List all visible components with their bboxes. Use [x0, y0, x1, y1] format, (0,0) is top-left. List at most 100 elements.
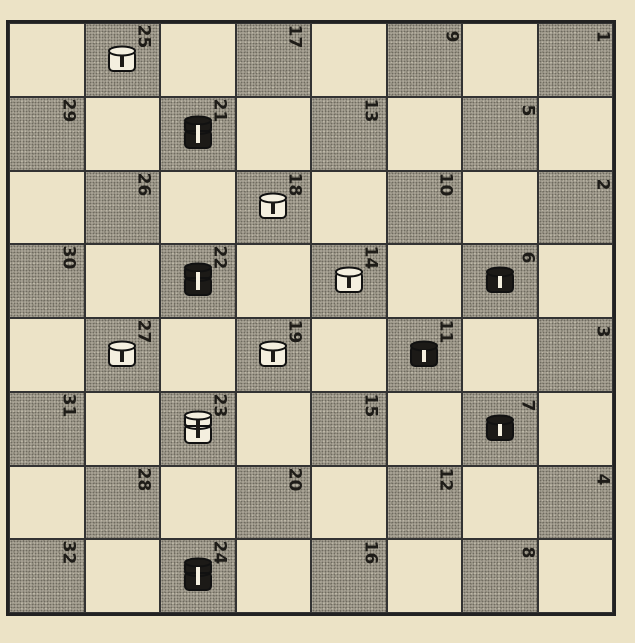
- light-square[interactable]: [236, 244, 312, 318]
- black-man-piece[interactable]: [480, 261, 520, 301]
- square-22[interactable]: 22: [160, 244, 236, 318]
- square-number: 12: [437, 467, 454, 491]
- square-number: 2: [594, 178, 611, 190]
- square-number: 6: [518, 252, 535, 264]
- square-number: 3: [594, 326, 611, 338]
- square-31[interactable]: 31: [9, 392, 85, 466]
- light-square[interactable]: [538, 392, 614, 466]
- square-15[interactable]: 15: [311, 392, 387, 466]
- square-number: 16: [361, 541, 378, 565]
- black-man-piece[interactable]: [480, 409, 520, 449]
- square-number: 1: [594, 31, 611, 43]
- light-square[interactable]: [387, 539, 463, 613]
- light-square[interactable]: [85, 392, 161, 466]
- square-21[interactable]: 21: [160, 97, 236, 171]
- square-6[interactable]: 6: [462, 244, 538, 318]
- square-14[interactable]: 14: [311, 244, 387, 318]
- square-32[interactable]: 32: [9, 539, 85, 613]
- light-square[interactable]: [462, 466, 538, 540]
- light-square[interactable]: [160, 466, 236, 540]
- square-number: 32: [59, 541, 76, 565]
- square-7[interactable]: 7: [462, 392, 538, 466]
- square-16[interactable]: 16: [311, 539, 387, 613]
- white-man-piece[interactable]: [329, 261, 369, 301]
- square-number: 17: [286, 25, 303, 49]
- white-man-piece[interactable]: [253, 187, 293, 227]
- light-square[interactable]: [85, 97, 161, 171]
- square-number: 31: [59, 393, 76, 417]
- square-number: 4: [594, 473, 611, 485]
- light-square[interactable]: [160, 318, 236, 392]
- square-3[interactable]: 3: [538, 318, 614, 392]
- square-27[interactable]: 27: [85, 318, 161, 392]
- light-square[interactable]: [538, 539, 614, 613]
- square-24[interactable]: 24: [160, 539, 236, 613]
- square-number: 10: [437, 172, 454, 196]
- light-square[interactable]: [9, 171, 85, 245]
- board-grid: 25 17 9 1 29 21 13 5 26 18 10 2 30 22 14 6 27 19 11 3 31 23 15…: [9, 23, 613, 613]
- square-19[interactable]: 19: [236, 318, 312, 392]
- checkerboard: 25 17 9 1 29 21 13 5 26 18 10 2 30 22 14 6 27 19 11 3 31 23 15…: [6, 20, 616, 616]
- light-square[interactable]: [387, 244, 463, 318]
- light-square[interactable]: [85, 539, 161, 613]
- light-square[interactable]: [387, 392, 463, 466]
- square-number: 9: [443, 31, 460, 43]
- square-30[interactable]: 30: [9, 244, 85, 318]
- square-number: 20: [286, 467, 303, 491]
- square-2[interactable]: 2: [538, 171, 614, 245]
- square-number: 7: [518, 399, 535, 411]
- white-man-piece[interactable]: [102, 40, 142, 80]
- light-square[interactable]: [9, 23, 85, 97]
- square-number: 29: [59, 98, 76, 122]
- square-number: 26: [135, 172, 152, 196]
- square-number: 30: [59, 246, 76, 270]
- white-man-piece[interactable]: [102, 335, 142, 375]
- square-20[interactable]: 20: [236, 466, 312, 540]
- square-1[interactable]: 1: [538, 23, 614, 97]
- black-king-piece[interactable]: [178, 114, 218, 154]
- light-square[interactable]: [85, 244, 161, 318]
- black-king-piece[interactable]: [178, 556, 218, 596]
- light-square[interactable]: [9, 466, 85, 540]
- light-square[interactable]: [311, 318, 387, 392]
- black-king-piece[interactable]: [178, 261, 218, 301]
- light-square[interactable]: [538, 97, 614, 171]
- square-4[interactable]: 4: [538, 466, 614, 540]
- square-number: 15: [361, 393, 378, 417]
- light-square[interactable]: [236, 539, 312, 613]
- square-number: 8: [518, 547, 535, 559]
- light-square[interactable]: [160, 171, 236, 245]
- square-10[interactable]: 10: [387, 171, 463, 245]
- light-square[interactable]: [236, 97, 312, 171]
- square-number: 5: [518, 104, 535, 116]
- square-11[interactable]: 11: [387, 318, 463, 392]
- light-square[interactable]: [462, 171, 538, 245]
- square-25[interactable]: 25: [85, 23, 161, 97]
- square-8[interactable]: 8: [462, 539, 538, 613]
- white-man-piece[interactable]: [253, 335, 293, 375]
- square-17[interactable]: 17: [236, 23, 312, 97]
- light-square[interactable]: [462, 318, 538, 392]
- light-square[interactable]: [311, 171, 387, 245]
- light-square[interactable]: [387, 97, 463, 171]
- square-23[interactable]: 23: [160, 392, 236, 466]
- square-number: 28: [135, 467, 152, 491]
- light-square[interactable]: [462, 23, 538, 97]
- square-18[interactable]: 18: [236, 171, 312, 245]
- square-28[interactable]: 28: [85, 466, 161, 540]
- square-9[interactable]: 9: [387, 23, 463, 97]
- white-king-piece[interactable]: [178, 409, 218, 449]
- square-13[interactable]: 13: [311, 97, 387, 171]
- light-square[interactable]: [9, 318, 85, 392]
- light-square[interactable]: [311, 23, 387, 97]
- square-29[interactable]: 29: [9, 97, 85, 171]
- square-5[interactable]: 5: [462, 97, 538, 171]
- square-12[interactable]: 12: [387, 466, 463, 540]
- light-square[interactable]: [236, 392, 312, 466]
- light-square[interactable]: [311, 466, 387, 540]
- black-man-piece[interactable]: [404, 335, 444, 375]
- square-26[interactable]: 26: [85, 171, 161, 245]
- light-square[interactable]: [538, 244, 614, 318]
- square-number: 13: [361, 98, 378, 122]
- light-square[interactable]: [160, 23, 236, 97]
